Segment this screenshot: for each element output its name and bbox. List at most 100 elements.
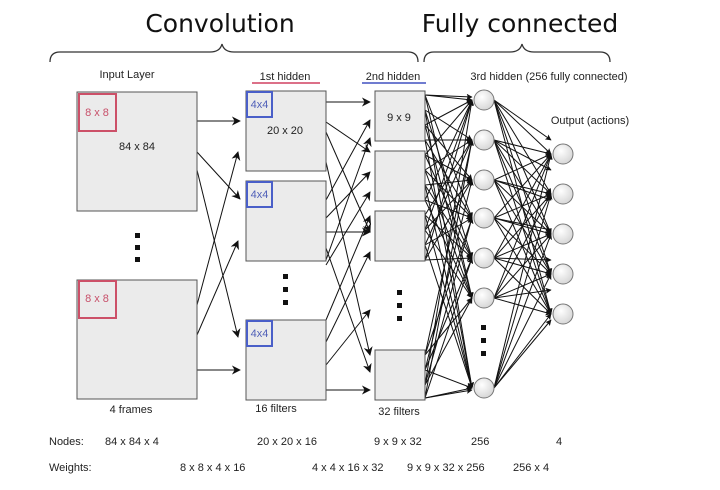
input-layer-label: Input Layer (99, 69, 154, 81)
hidden1-count-label: 16 filters (255, 403, 297, 415)
hidden1-label: 1st hidden (260, 71, 311, 83)
hidden2-to-hidden3-arrow (424, 139, 473, 216)
weights-value: 8 x 8 x 4 x 16 (180, 462, 245, 474)
weights-value: 256 x 4 (513, 462, 549, 474)
hidden2-to-hidden3-arrow (424, 99, 473, 126)
nodes-value: 256 (471, 436, 489, 448)
input-kernel-box (78, 93, 117, 132)
hidden2-to-hidden3-arrow (424, 93, 473, 100)
input-kernel-label: 8 x 8 (85, 293, 109, 305)
output-nodes (552, 143, 574, 325)
hidden2-to-hidden3-arrow (424, 124, 473, 181)
output-neuron (552, 183, 574, 205)
hidden1-to-hidden2-arrow (325, 251, 371, 343)
input-kernel-label: 8 x 8 (85, 107, 109, 119)
hidden3-to-output-arrow (493, 233, 552, 389)
hidden3-to-output-arrow (493, 179, 552, 202)
output-label: Output (actions) (551, 115, 629, 127)
hidden2-to-hidden3-arrow (424, 257, 474, 399)
hidden2-to-hidden3-arrow (424, 99, 473, 231)
hidden1-to-hidden2-arrow (325, 121, 371, 153)
output-neuron (552, 223, 574, 245)
hidden3-neuron (473, 377, 495, 399)
input-to-hidden1-arrow (196, 151, 241, 306)
hidden3-to-output-arrow (493, 273, 552, 389)
hidden1-to-hidden2-arrow (325, 247, 372, 373)
hidden2-to-hidden3-arrow (424, 94, 474, 299)
hidden1-kernel-label: 4x4 (251, 99, 269, 111)
hidden3-to-output-arrow (493, 99, 552, 155)
hidden1-to-hidden2-arrow (325, 309, 371, 366)
hidden3-to-output-arrow (493, 217, 552, 232)
hidden3-to-output-arrow (493, 233, 552, 299)
hidden3-neuron (473, 169, 495, 191)
hidden2-to-hidden3-arrow (424, 139, 473, 246)
hidden3-to-output-arrow (493, 139, 552, 171)
input-frame-1: 8 x 8 84 x 84 (76, 91, 198, 212)
hidden3-neuron (473, 207, 495, 229)
input-count-label: 4 frames (110, 404, 153, 416)
input-size-label: 84 x 84 (119, 141, 155, 153)
hidden1-to-hidden2-arrow (325, 171, 371, 219)
hidden1-filter-box (245, 319, 327, 401)
hidden1-to-hidden2-arrow (325, 215, 371, 321)
input-ellipsis (135, 233, 140, 262)
hidden2-filter-box (374, 90, 426, 142)
hidden2-filter-1: 9 x 9 (374, 90, 426, 142)
hidden2-to-hidden3-arrow (424, 257, 473, 371)
hidden1-filter-2: 4x4 (245, 180, 327, 262)
hidden2-label: 2nd hidden (366, 71, 420, 83)
hidden3-to-output-arrow (493, 193, 553, 389)
hidden2-filter-3 (374, 210, 426, 262)
hidden2-to-hidden3-arrow (424, 139, 474, 356)
hidden1-kernel-box (246, 320, 273, 347)
hidden1-to-hidden2-arrow (325, 119, 371, 201)
hidden2-to-hidden3-arrow (424, 229, 473, 299)
fully-connected-title: Fully connected (422, 9, 618, 38)
output-neuron (552, 303, 574, 325)
weights-row: Weights: 8 x 8 x 4 x 16 4 x 4 x 16 x 32 … (49, 462, 549, 474)
convolution-title: Convolution (145, 9, 294, 38)
nodes-value: 9 x 9 x 32 (374, 436, 422, 448)
hidden3-to-output-arrow (493, 313, 552, 389)
input-frame-box (76, 91, 198, 212)
hidden3-to-output-arrow (493, 297, 552, 316)
hidden1-filter-1: 4x4 20 x 20 (245, 90, 327, 172)
hidden3-to-output-arrow (493, 153, 552, 259)
hidden2-size-label: 9 x 9 (387, 112, 411, 124)
hidden2-to-hidden3-arrow (424, 369, 473, 389)
hidden3-to-output-arrow (493, 273, 552, 299)
hidden2-to-hidden3-arrow (424, 179, 473, 261)
nodes-value: 20 x 20 x 16 (257, 436, 317, 448)
hidden3-to-output-arrow (493, 319, 552, 389)
hidden2-to-hidden3-arrow (424, 387, 473, 399)
input-frame-box (76, 279, 198, 400)
hidden1-to-hidden2-arrow (325, 191, 371, 266)
convolution-brace (49, 43, 419, 63)
hidden1-filter-box (245, 180, 327, 262)
hidden1-kernel-box (246, 91, 273, 118)
hidden2-to-hidden3-arrow (424, 217, 473, 246)
hidden3-ellipsis (481, 325, 486, 356)
nodes-value: 4 (556, 436, 562, 448)
hidden3-neuron (473, 247, 495, 269)
hidden2-filter-2 (374, 150, 426, 202)
hidden3-to-output-arrow (493, 193, 552, 299)
hidden3-to-output-arrow (493, 153, 553, 389)
nodes-row: Nodes: 84 x 84 x 4 20 x 20 x 16 9 x 9 x … (49, 436, 562, 448)
connections (196, 93, 553, 399)
input-to-hidden1-arrow (196, 240, 239, 336)
hidden1-ellipsis (283, 274, 288, 305)
hidden3-to-output-arrow (493, 99, 552, 141)
hidden3-nodes (473, 89, 495, 399)
hidden2-to-hidden3-arrow (424, 99, 473, 201)
hidden2-count-label: 32 filters (378, 406, 420, 418)
nodes-value: 84 x 84 x 4 (105, 436, 159, 448)
hidden1-kernel-box (246, 181, 273, 208)
hidden3-label: 3rd hidden (256 fully connected) (470, 71, 627, 83)
hidden1-to-hidden2-arrow (325, 137, 372, 261)
weights-value: 4 x 4 x 16 x 32 (312, 462, 384, 474)
weights-value: 9 x 9 x 32 x 256 (407, 462, 485, 474)
input-to-hidden1-arrow (196, 151, 241, 200)
